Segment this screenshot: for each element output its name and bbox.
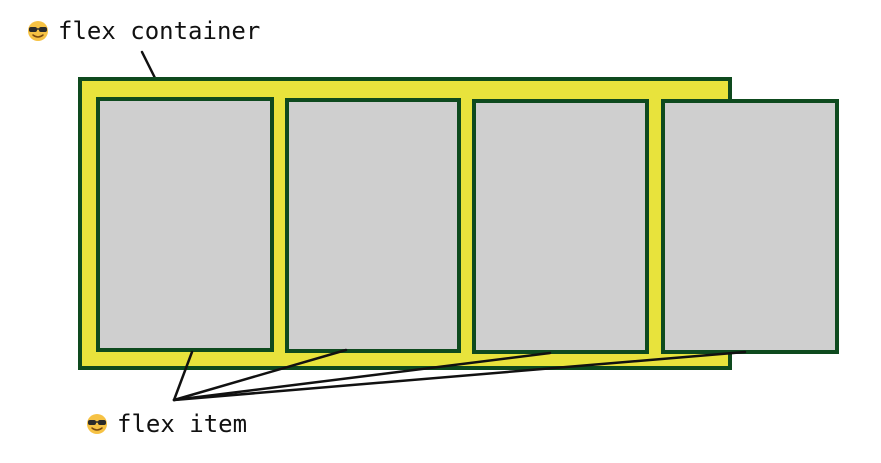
item-leader-line-3	[172, 351, 552, 402]
container-leader-line	[140, 50, 158, 82]
flex-item-1	[96, 97, 274, 352]
smiling-face-with-sunglasses-icon	[87, 414, 107, 434]
item-leader-lines	[172, 348, 747, 402]
flex-item-4	[661, 99, 839, 354]
item-leader-line-1	[172, 350, 194, 402]
flex-container-label: flex container	[58, 17, 260, 45]
flex-item-label: flex item	[117, 410, 247, 438]
flex-item-2	[285, 98, 461, 353]
flex-item-3	[472, 99, 649, 354]
smiling-face-with-sunglasses-icon	[28, 21, 48, 41]
item-leader-line-4	[172, 350, 747, 402]
item-leader-line-2	[172, 348, 348, 402]
